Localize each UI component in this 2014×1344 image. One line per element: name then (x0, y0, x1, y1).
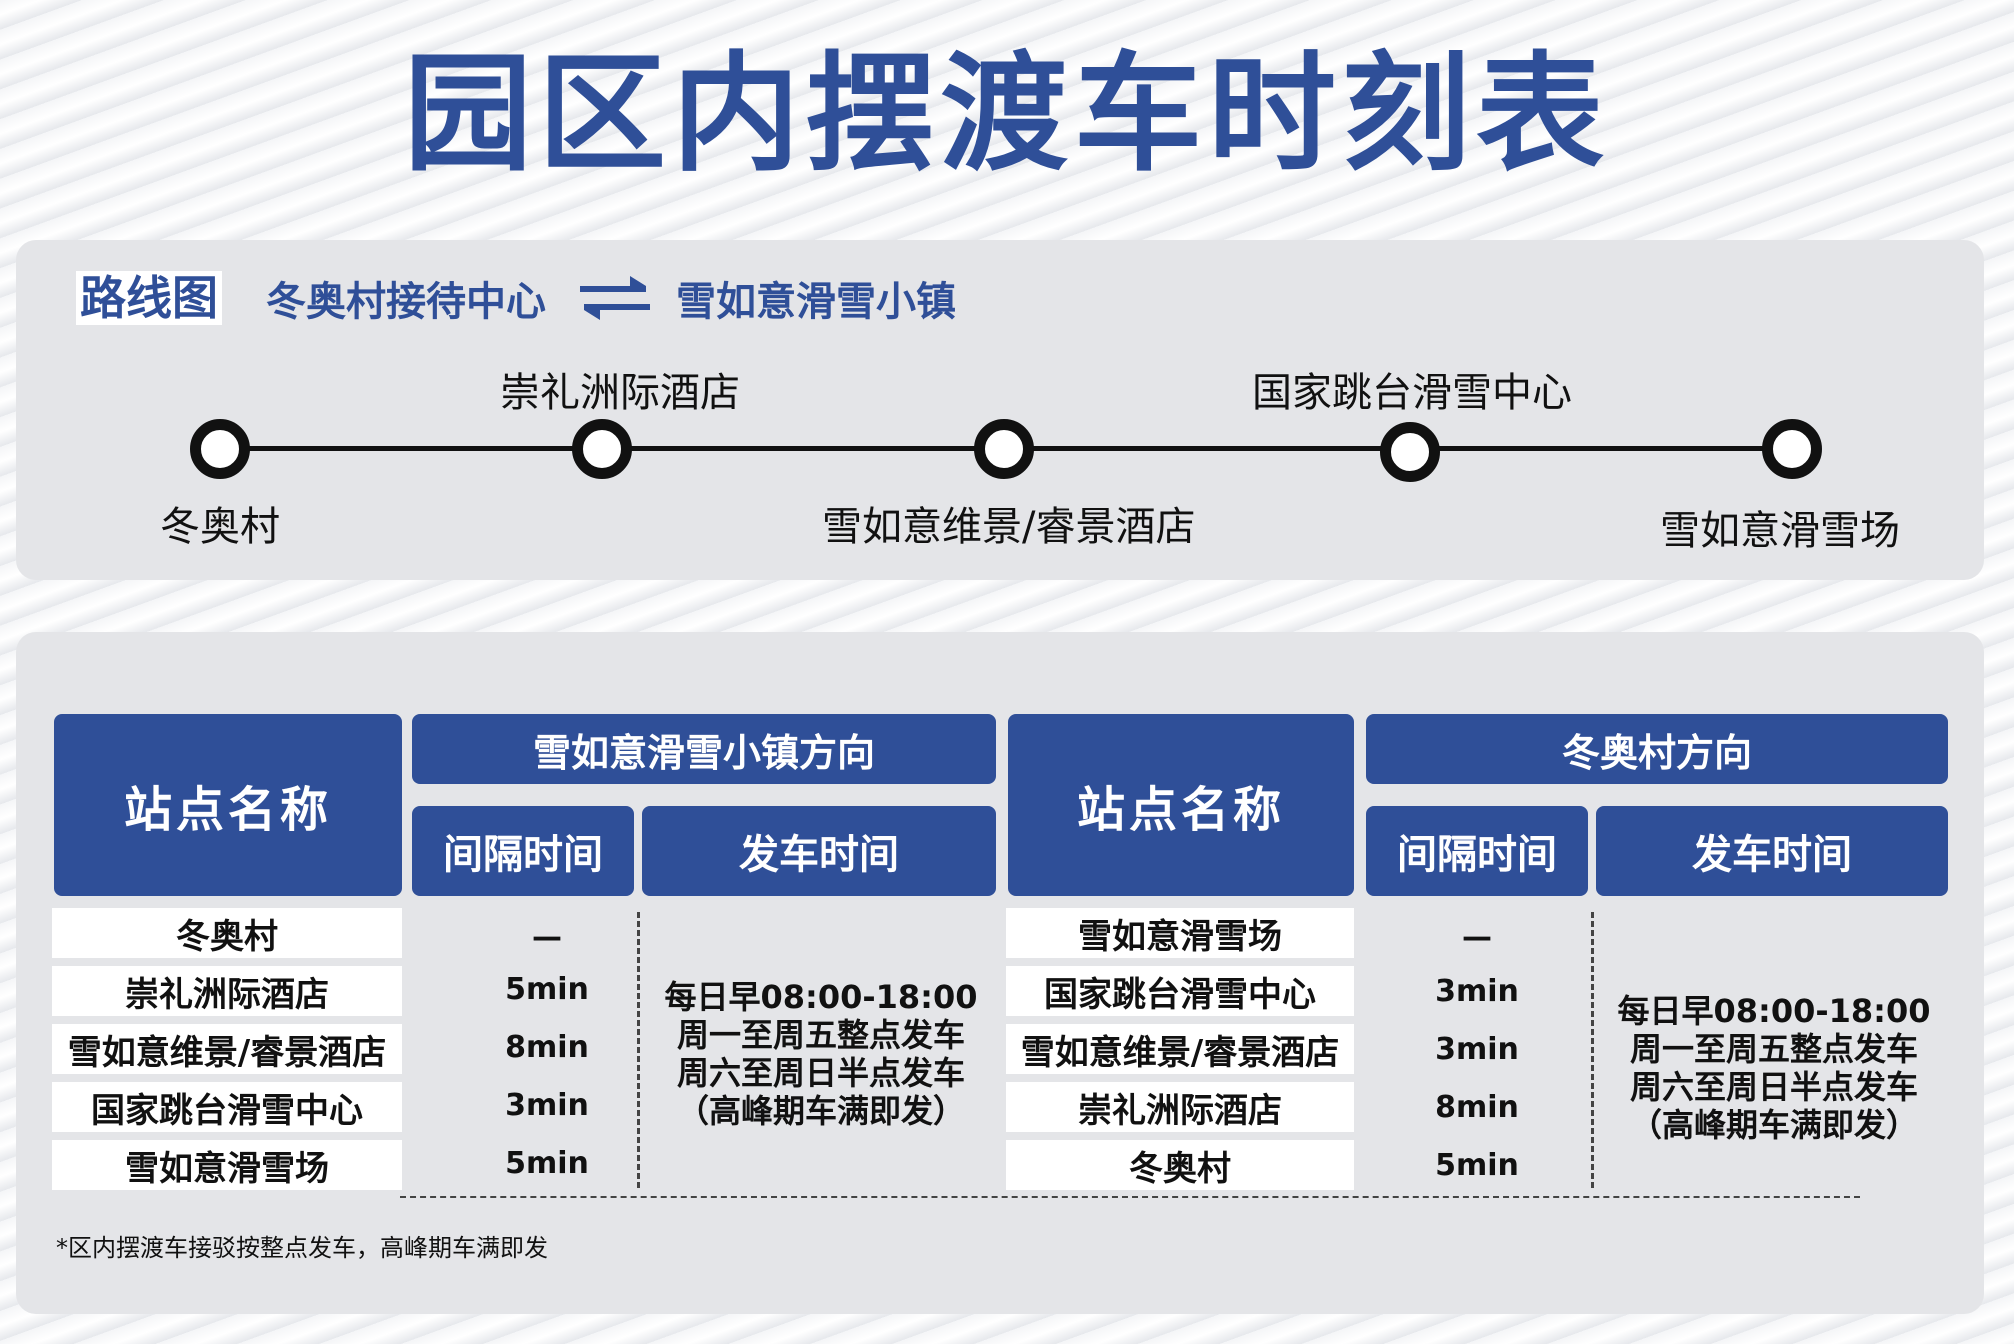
interval-value: 5min (505, 972, 589, 1007)
schedule-text: 每日早08:00-18:00 周一至周五整点发车 周六至周日半点发车 （高峰期车… (652, 978, 990, 1130)
table-row: 雪如意滑雪场 (52, 1140, 402, 1190)
schedule-line: 每日早08:00-18:00 (664, 978, 978, 1016)
table-row: 国家跳台滑雪中心 (1006, 966, 1354, 1016)
station-label: 雪如意维景/睿景酒店 (822, 504, 1196, 550)
route-map-panel (16, 240, 1984, 580)
station-marker (1380, 422, 1440, 482)
column-divider (637, 912, 640, 1188)
interval-header: 间隔时间 (1366, 806, 1588, 896)
station-marker (572, 419, 632, 479)
interval-value: 3min (1435, 1032, 1519, 1067)
schedule-line: （高峰期车满即发） (676, 1092, 965, 1130)
station-label: 冬奥村 (160, 504, 280, 550)
interval-value: 5min (505, 1146, 589, 1181)
table-row: 国家跳台滑雪中心 (52, 1082, 402, 1132)
schedule-text: 每日早08:00-18:00 周一至周五整点发车 周六至周日半点发车 （高峰期车… (1606, 992, 1942, 1144)
route-label: 路线图 (76, 271, 222, 325)
depart-time-header: 发车时间 (642, 806, 996, 896)
swap-arrows-icon (580, 276, 650, 320)
station-marker (974, 419, 1034, 479)
station-name-header: 站点名称 (1008, 714, 1354, 896)
station-label: 国家跳台滑雪中心 (1252, 370, 1572, 416)
table-row: 雪如意维景/睿景酒店 (52, 1024, 402, 1074)
table-bottom-divider (400, 1196, 1860, 1198)
table-row: 冬奥村 (52, 908, 402, 958)
table-row: 冬奥村 (1006, 1140, 1354, 1190)
station-label: 雪如意滑雪场 (1660, 508, 1900, 554)
interval-header: 间隔时间 (412, 806, 634, 896)
route-header: 路线图 冬奥村接待中心 雪如意滑雪小镇 (76, 270, 956, 326)
footnote: *区内摆渡车接驳按整点发车，高峰期车满即发 (56, 1234, 548, 1262)
station-marker (1762, 419, 1822, 479)
page-title: 园区内摆渡车时刻表 (403, 40, 1610, 189)
route-to: 雪如意滑雪小镇 (676, 279, 956, 325)
schedule-line: 周六至周日半点发车 (1629, 1068, 1918, 1106)
station-marker (190, 419, 250, 479)
route-from: 冬奥村接待中心 (266, 279, 546, 325)
station-name-header: 站点名称 (54, 714, 402, 896)
column-divider (1591, 912, 1594, 1188)
depart-time-header: 发车时间 (1596, 806, 1948, 896)
interval-value: — (1462, 920, 1492, 955)
schedule-line: 周六至周日半点发车 (676, 1054, 965, 1092)
interval-value: 8min (505, 1030, 589, 1065)
schedule-line: 每日早08:00-18:00 (1617, 992, 1931, 1030)
table-row: 雪如意滑雪场 (1006, 908, 1354, 958)
interval-value: 3min (1435, 974, 1519, 1009)
table-row: 崇礼洲际酒店 (52, 966, 402, 1016)
table-row: 雪如意维景/睿景酒店 (1006, 1024, 1354, 1074)
schedule-line: （高峰期车满即发） (1629, 1106, 1918, 1144)
station-label: 崇礼洲际酒店 (500, 370, 740, 416)
interval-value: 8min (1435, 1090, 1519, 1125)
schedule-line: 周一至周五整点发车 (1629, 1030, 1918, 1068)
direction-header: 冬奥村方向 (1366, 714, 1948, 784)
direction-header: 雪如意滑雪小镇方向 (412, 714, 996, 784)
table-row: 崇礼洲际酒店 (1006, 1082, 1354, 1132)
interval-value: — (532, 920, 562, 955)
interval-value: 3min (505, 1088, 589, 1123)
interval-value: 5min (1435, 1148, 1519, 1183)
schedule-line: 周一至周五整点发车 (676, 1016, 965, 1054)
